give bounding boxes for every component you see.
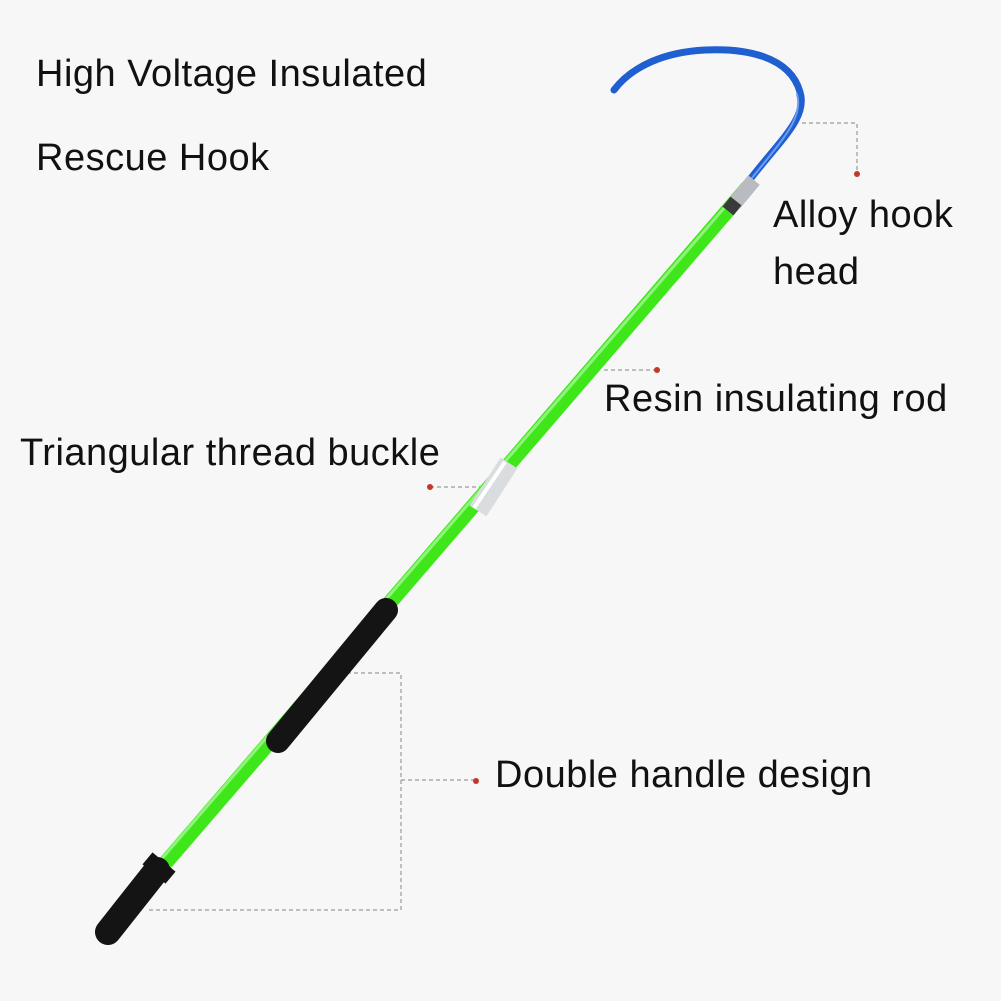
double-handle-leader-line: [147, 672, 402, 911]
hook-head: [610, 46, 805, 186]
callout-alloy-hook-head-line-1: Alloy hook: [773, 194, 954, 236]
alloy-hook-dot: [854, 171, 860, 177]
lower-handle-ring: [142, 852, 176, 884]
rod-highlight: [112, 184, 746, 915]
callout-lines: [147, 122, 858, 911]
hook-collar-ring: [722, 196, 742, 216]
callout-resin-insulating-rod: Resin insulating rod: [604, 378, 948, 420]
callout-double-handle-design: Double handle design: [495, 754, 873, 796]
title-line-2: Rescue Hook: [36, 137, 270, 179]
lower-handle: [95, 857, 170, 945]
double-handle-dot: [473, 778, 479, 784]
thread-buckle: [469, 457, 518, 517]
insulating-rod: [112, 182, 754, 923]
upper-handle: [266, 598, 398, 753]
callout-dots: [427, 171, 860, 784]
hook-collar: [728, 175, 760, 209]
resin-rod-dot: [654, 367, 660, 373]
buckle-dot: [427, 484, 433, 490]
thread-buckle-shine: [472, 460, 507, 510]
alloy-hook-leader-line: [802, 122, 858, 172]
callout-alloy-hook-head-line-2: head: [773, 251, 860, 293]
hook-highlight: [751, 93, 800, 179]
title-line-1: High Voltage Insulated: [36, 53, 428, 95]
callout-triangular-thread-buckle: Triangular thread buckle: [20, 432, 441, 474]
